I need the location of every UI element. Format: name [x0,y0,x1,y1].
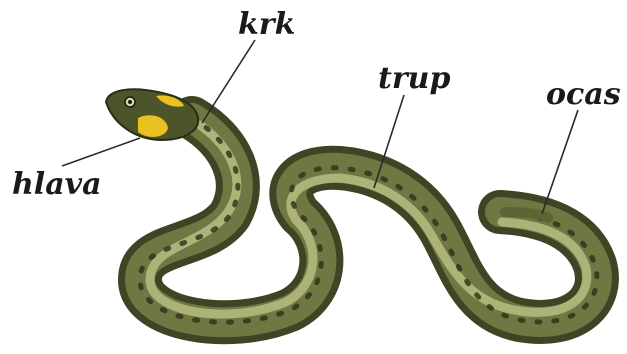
label-head: hlava [12,170,102,200]
pointer-line-neck [202,40,255,123]
label-neck: krk [238,10,295,40]
pointer-line-head [62,138,140,166]
label-tail: ocas [546,80,621,110]
snake-body-scales [140,118,597,322]
pointer-line-tail [542,110,578,214]
label-trunk: trup [378,64,450,94]
snake-head [106,89,198,140]
